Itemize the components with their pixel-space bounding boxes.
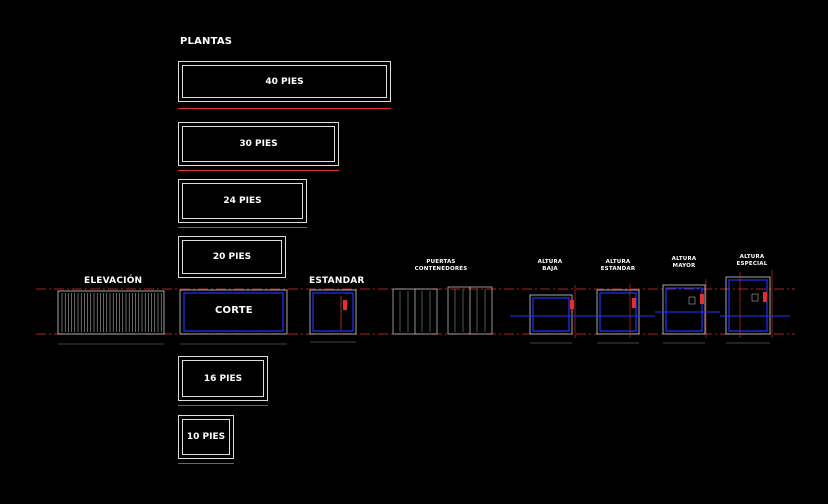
puertas-title: PUERTAS CONTENEDORES	[414, 259, 468, 272]
altura-especial-title: ALTURA ESPECIAL	[736, 254, 768, 267]
corte-section	[179, 289, 288, 345]
doors-right	[447, 286, 493, 335]
altura-baja-section	[510, 285, 590, 344]
estandar-section	[309, 289, 357, 343]
plan-10-pies-label: 10 PIES	[186, 432, 226, 442]
dim-line-40	[178, 108, 391, 109]
plan-30-pies: 30 PIES	[178, 122, 339, 166]
altura-especial-section	[720, 270, 790, 344]
plan-16-pies: 16 PIES	[178, 356, 268, 401]
doors-left	[392, 288, 438, 335]
altura-baja-title: ALTURA BAJA	[537, 259, 563, 272]
plan-20-pies: 20 PIES	[178, 236, 286, 278]
plan-20-pies-label: 20 PIES	[212, 252, 252, 262]
altura-estandar-title: ALTURA ESTANDAR	[600, 259, 636, 272]
plan-30-pies-label: 30 PIES	[239, 139, 278, 149]
plan-16-pies-label: 16 PIES	[203, 373, 243, 384]
plan-40-pies: 40 PIES	[178, 61, 391, 102]
estandar-title: ESTANDAR	[309, 276, 365, 286]
altura-mayor-title: ALTURA MAYOR	[671, 256, 697, 269]
plan-10-pies: 10 PIES	[178, 415, 234, 459]
elevacion-title: ELEVACIÓN	[84, 276, 143, 286]
altura-mayor-section	[655, 279, 720, 344]
corte-label: CORTE	[215, 305, 253, 316]
dim-line-30	[178, 170, 339, 171]
plan-24-pies-label: 24 PIES	[223, 196, 262, 206]
elevation-container	[57, 290, 165, 345]
dim-line-16	[178, 405, 268, 406]
plan-40-pies-label: 40 PIES	[265, 76, 304, 87]
dim-line-24	[178, 227, 307, 228]
plantas-title: PLANTAS	[180, 36, 233, 47]
plan-24-pies: 24 PIES	[178, 179, 307, 223]
dim-line-10	[178, 463, 234, 464]
altura-estandar-section	[590, 284, 655, 344]
